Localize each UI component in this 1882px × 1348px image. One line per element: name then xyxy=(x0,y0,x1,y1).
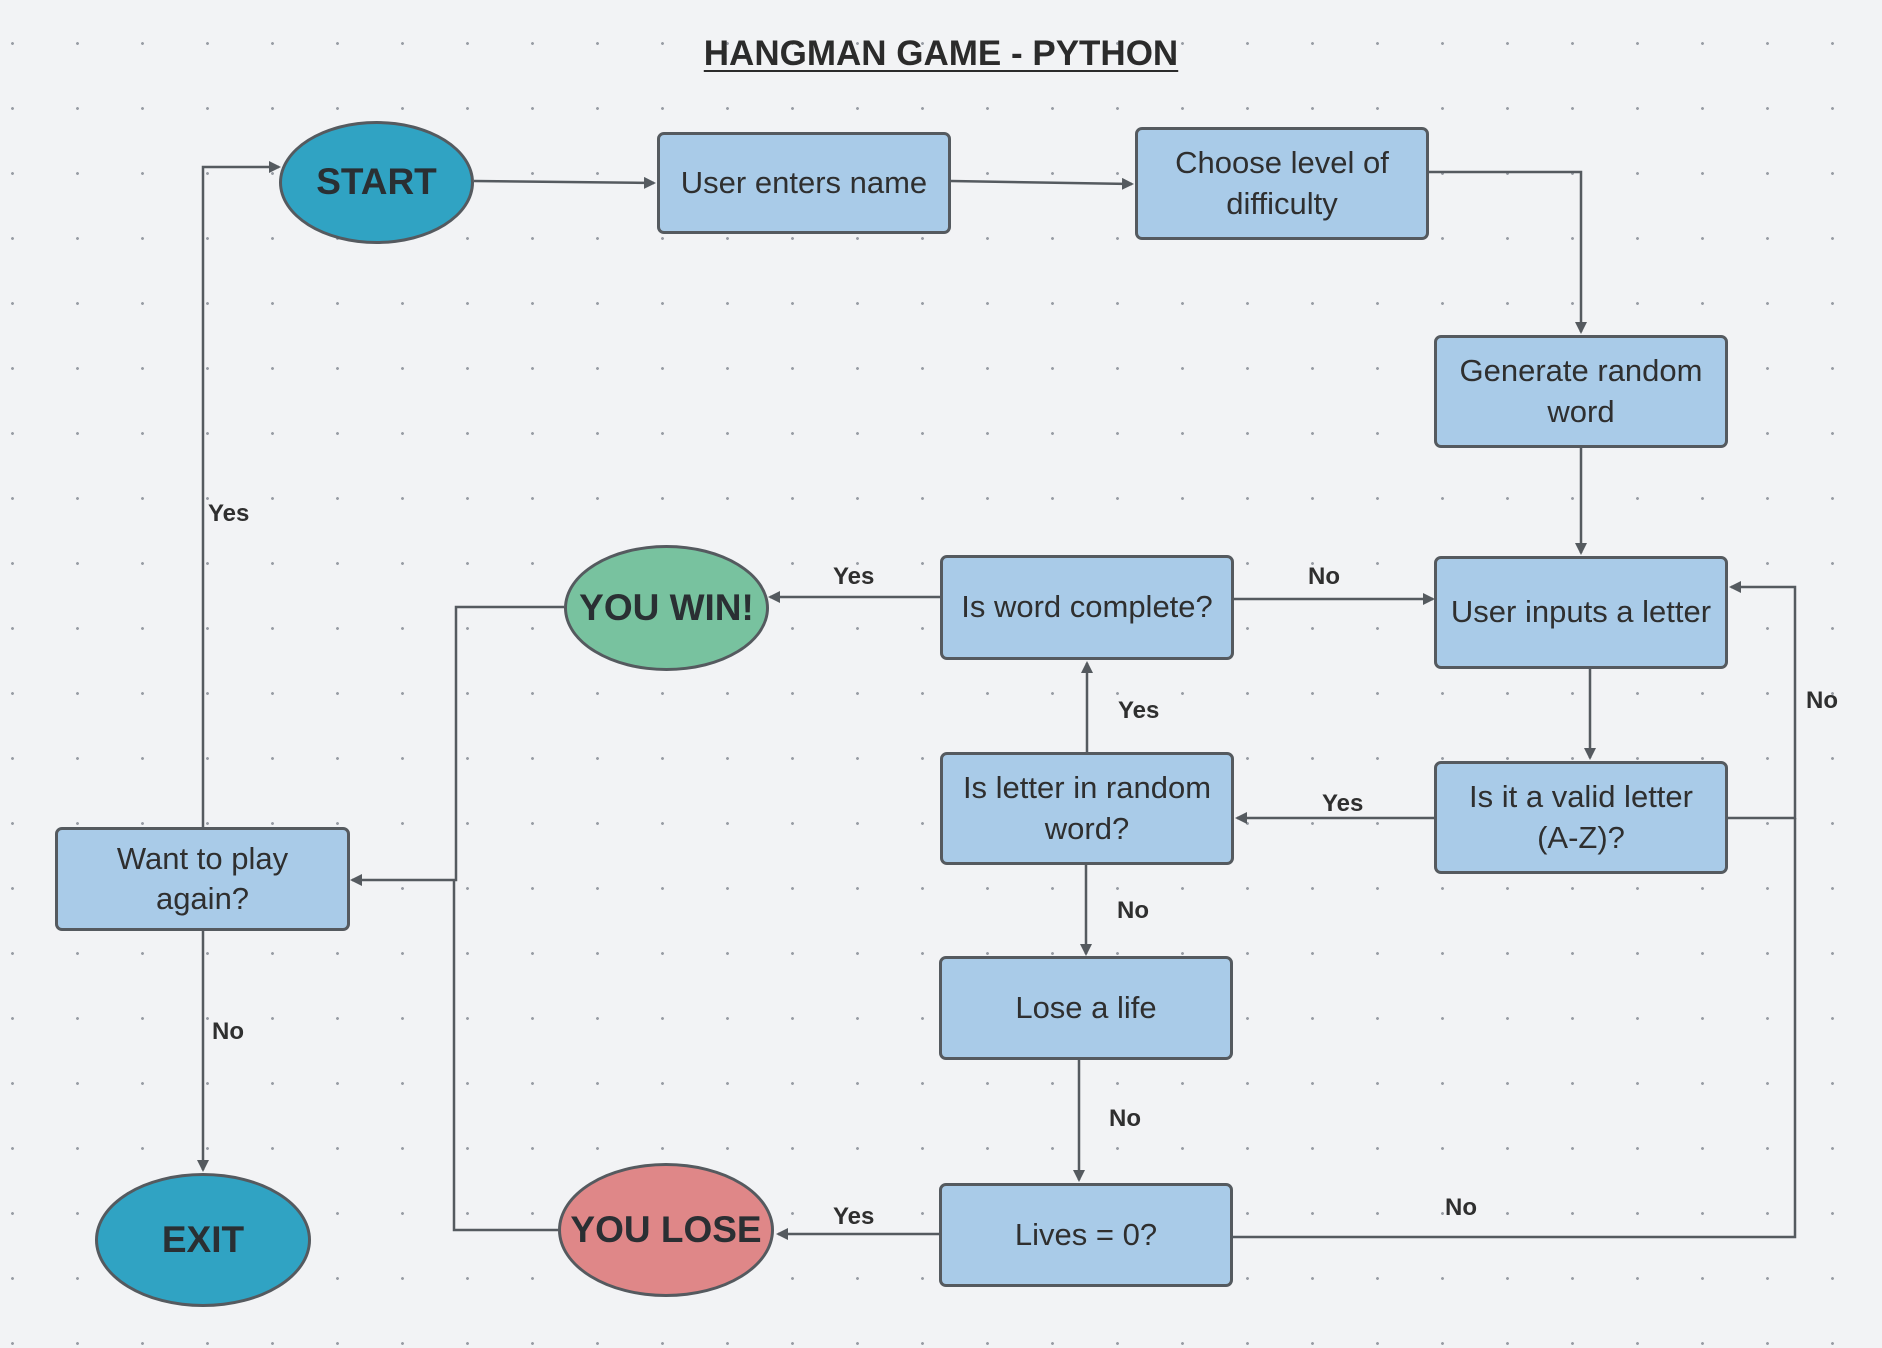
edge-label-valid-no: No xyxy=(1806,687,1838,714)
edge-valid-no-to-input xyxy=(1727,581,1797,820)
word-complete-label: Is word complete? xyxy=(961,589,1213,625)
edge-label-again-no: No xyxy=(212,1018,244,1045)
edge-label-complete-no: No xyxy=(1308,563,1340,590)
play-again-label: Want to play again? xyxy=(116,840,289,916)
lives-zero-box: Lives = 0? xyxy=(939,1183,1233,1287)
start-node: START xyxy=(279,121,474,244)
edge-label-inword-yes: Yes xyxy=(1118,697,1160,724)
choose-level-box: Choose level of difficulty xyxy=(1135,127,1429,240)
edge-label-complete-yes: Yes xyxy=(833,563,875,590)
you-lose-node: YOU LOSE xyxy=(558,1163,774,1297)
lose-life-label: Lose a life xyxy=(1015,989,1157,1025)
edge-label-lives-no: No xyxy=(1445,1194,1477,1221)
edge-label-lives-yes: Yes xyxy=(833,1203,875,1230)
input-letter-label: User inputs a letter xyxy=(1450,594,1712,630)
exit-node: EXIT xyxy=(95,1173,311,1307)
exit-label: EXIT xyxy=(161,1218,245,1260)
letter-in-word-box: Is letter in random word? xyxy=(940,752,1234,865)
enter-name-box: User enters name xyxy=(657,132,951,234)
edge-win-to-playagain xyxy=(350,605,564,886)
you-win-node: YOU WIN! xyxy=(564,545,769,671)
letter-in-word-label: Is letter in random word? xyxy=(962,770,1212,846)
edge-label-life-no: No xyxy=(1109,1105,1141,1132)
edge-label-inword-no: No xyxy=(1117,897,1149,924)
choose-level-label: Choose level of difficulty xyxy=(1175,145,1389,221)
edge-lives-no-to-input xyxy=(1232,818,1797,1239)
you-lose-label: YOU LOSE xyxy=(570,1208,762,1250)
valid-letter-box: Is it a valid letter (A-Z)? xyxy=(1434,761,1728,874)
generate-word-box: Generate random word xyxy=(1434,335,1728,448)
generate-word-label: Generate random word xyxy=(1459,353,1703,429)
play-again-box: Want to play again? xyxy=(55,827,350,931)
edge-lose-to-playagain xyxy=(452,880,558,1232)
edge-start-to-name xyxy=(473,176,656,189)
lose-life-box: Lose a life xyxy=(939,956,1233,1060)
diagram-title: HANGMAN GAME - PYTHON xyxy=(703,34,1179,73)
word-complete-box: Is word complete? xyxy=(940,555,1234,660)
edge-label-valid-yes: Yes xyxy=(1322,790,1364,817)
edge-level-to-generate xyxy=(1429,170,1587,334)
edge-name-to-level xyxy=(950,177,1134,190)
edge-playagain-yes-to-start xyxy=(201,161,281,827)
start-label: START xyxy=(316,161,437,203)
valid-letter-label: Is it a valid letter (A-Z)? xyxy=(1469,779,1693,855)
input-letter-box: User inputs a letter xyxy=(1434,556,1728,669)
enter-name-label: User enters name xyxy=(680,164,928,200)
edge-label-again-yes: Yes xyxy=(208,500,250,527)
lives-zero-label: Lives = 0? xyxy=(1014,1216,1158,1252)
you-win-label: YOU WIN! xyxy=(579,586,754,628)
